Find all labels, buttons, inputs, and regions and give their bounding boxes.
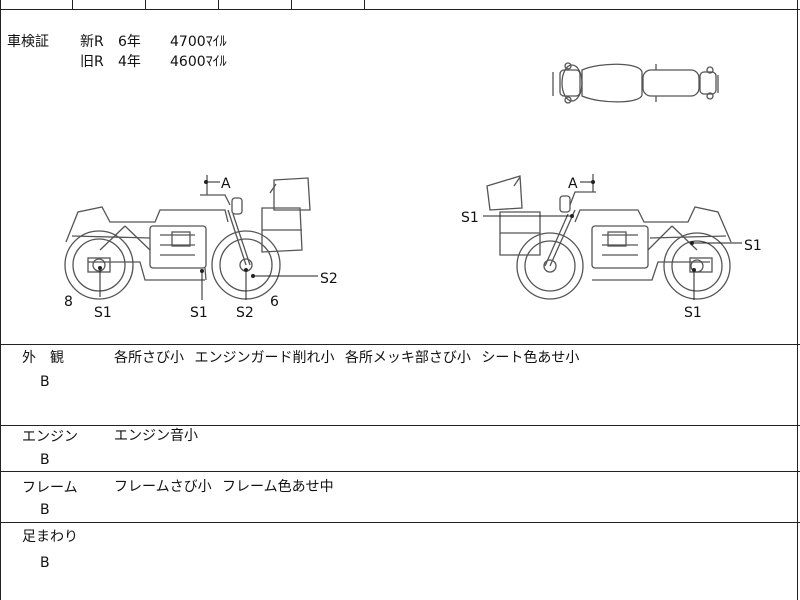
header-divider: [291, 0, 292, 9]
inspection-label: 車検証: [7, 34, 49, 50]
section-label-frame: フレーム: [22, 480, 78, 496]
top-view-motorcycle: [552, 62, 719, 104]
left-mark-6: 6: [270, 294, 279, 310]
header-bottom-line: [0, 9, 800, 10]
note-item: 各所さび小: [114, 350, 184, 366]
grade-exterior: B: [40, 374, 50, 390]
grade-frame: B: [40, 502, 50, 518]
notes-frame: フレームさび小 フレーム色あせ中: [108, 478, 334, 496]
inspection-new-mileage: 4700ﾏｲﾙ: [170, 34, 227, 50]
left-side-motorcycle: [64, 175, 311, 300]
header-divider: [145, 0, 146, 9]
note-item: 各所メッキ部さび小: [344, 350, 471, 366]
grade-suspension: B: [40, 555, 50, 571]
note-item: エンジンガード削れ小: [194, 350, 335, 366]
left-mark-a: A: [221, 176, 231, 192]
section-divider: [0, 522, 800, 523]
right-mark-s1-right: S1: [744, 238, 762, 254]
note-item: フレームさび小: [114, 479, 212, 495]
note-item: エンジン音小: [114, 428, 198, 444]
header-divider: [218, 0, 219, 9]
right-mark-s1-low: S1: [684, 305, 702, 321]
notes-engine: エンジン音小: [108, 427, 198, 445]
left-mark-s2-mid: S2: [236, 305, 254, 321]
inspection-new-years: 6年: [118, 34, 141, 50]
left-mark-s2-side: S2: [320, 271, 338, 287]
inspection-old-mileage: 4600ﾏｲﾙ: [170, 54, 227, 70]
note-item: シート色あせ小: [481, 350, 580, 366]
inspection-old-years: 4年: [118, 54, 141, 70]
left-mark-s1-rear: S1: [94, 305, 112, 321]
section-divider: [0, 425, 800, 426]
header-divider: [364, 0, 365, 9]
section-divider: [0, 471, 800, 472]
left-mark-8: 8: [64, 294, 73, 310]
section-divider: [0, 344, 800, 345]
inspection-new-tag: 新R: [80, 34, 104, 50]
grade-engine: B: [40, 452, 50, 468]
section-label-engine: エンジン: [22, 429, 78, 445]
right-side-motorcycle: [486, 174, 732, 300]
right-mark-s1-upper: S1: [461, 210, 479, 226]
left-mark-s1-mid: S1: [190, 305, 208, 321]
inspection-old-tag: 旧R: [80, 54, 104, 70]
motorcycle-diagram: A 8 S1 S1 S2 S2 6 A S1 S1 S1: [64, 62, 762, 321]
right-mark-a: A: [568, 176, 578, 192]
notes-exterior: 各所さび小 エンジンガード削れ小 各所メッキ部さび小 シート色あせ小: [108, 349, 579, 367]
section-label-suspension: 足まわり: [22, 529, 78, 545]
header-divider: [72, 0, 73, 9]
note-item: フレーム色あせ中: [222, 479, 334, 495]
section-label-exterior: 外 観: [22, 350, 64, 366]
